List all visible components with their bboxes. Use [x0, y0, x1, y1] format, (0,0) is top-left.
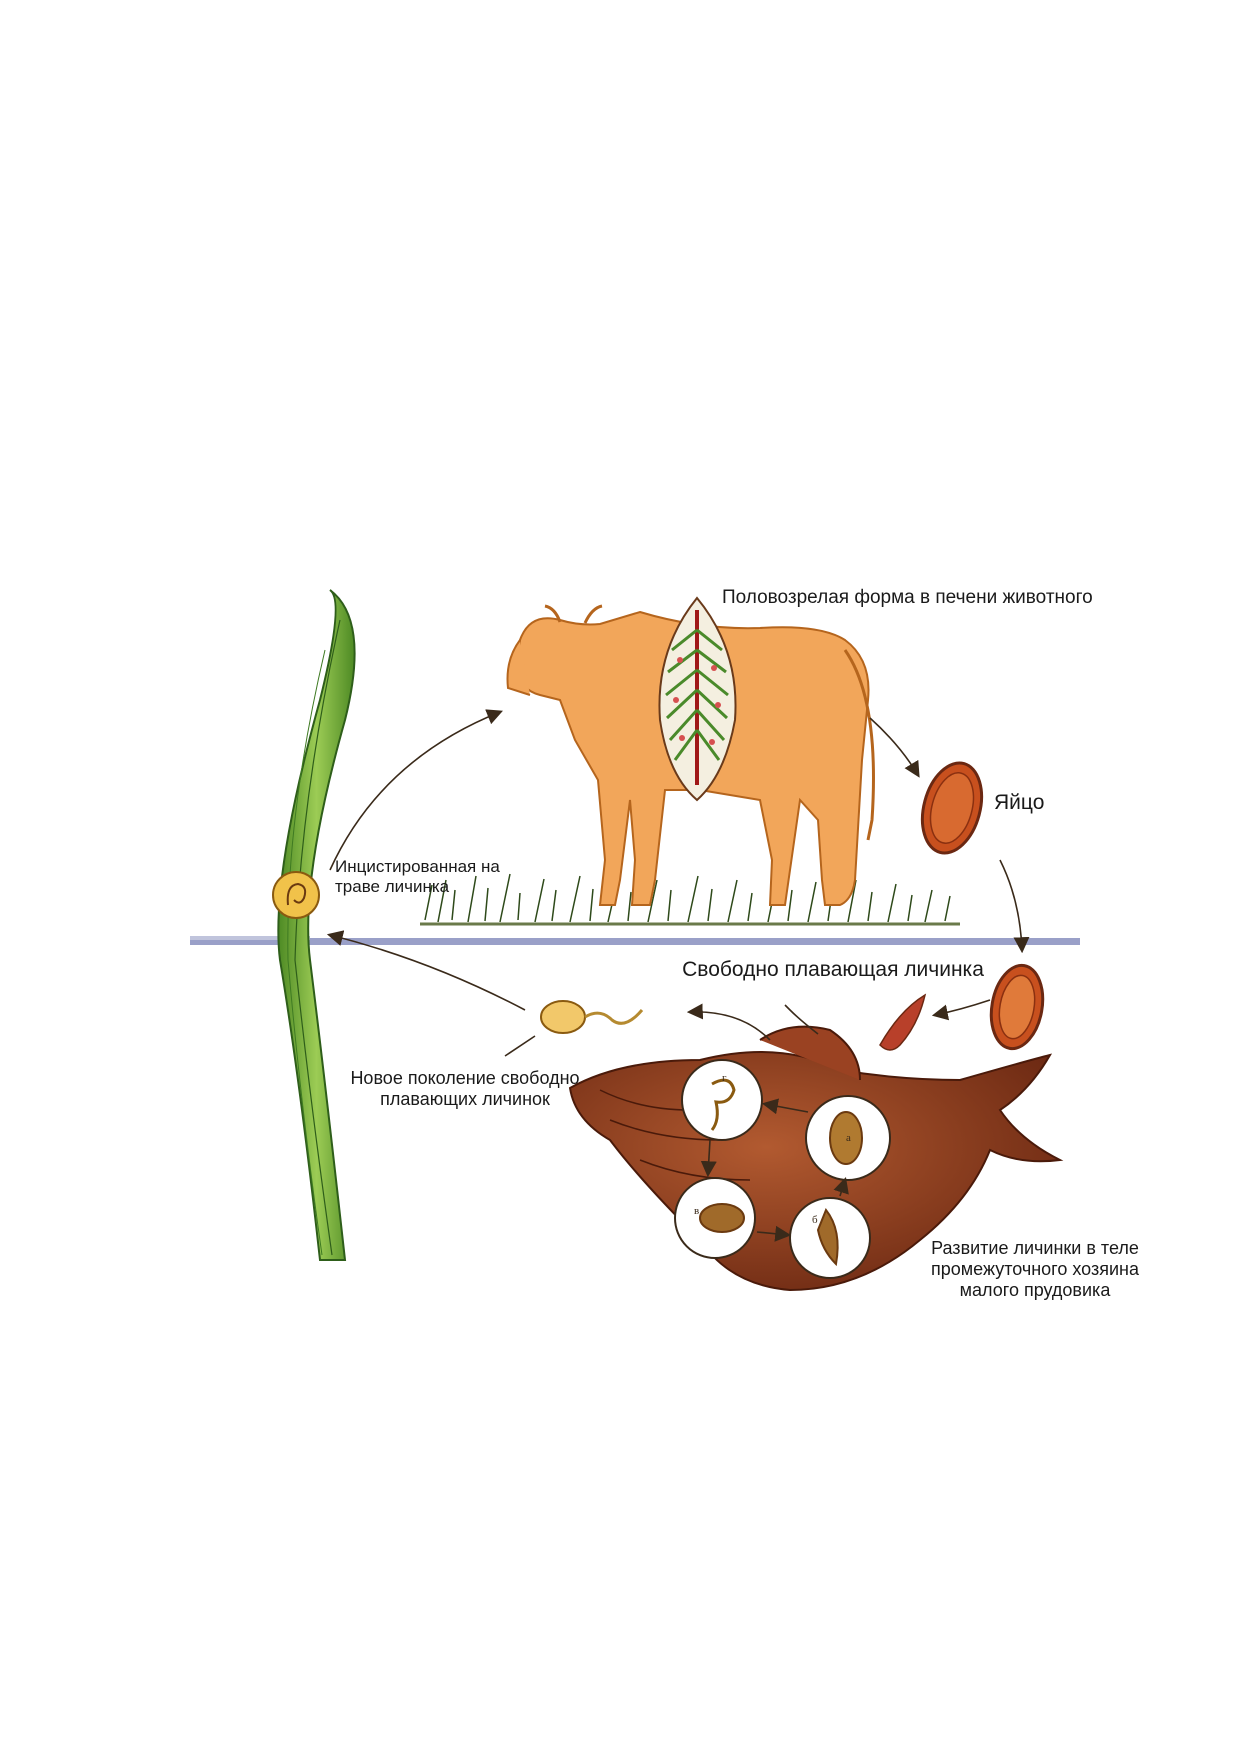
water-surface-line [190, 936, 1080, 945]
egg-label: Яйцо [994, 791, 1045, 814]
arrow-stage-d-to-g [761, 1098, 809, 1115]
cycle-arrows [326, 709, 1030, 1242]
stage-letter-g: г [722, 1072, 727, 1084]
pointer-new-generation [504, 1035, 536, 1057]
development-label: Развитие личинки в теле промежуточного х… [931, 1238, 1139, 1301]
egg-icon [920, 761, 984, 855]
pond-snail-icon [568, 1025, 1064, 1292]
stage-letter-v: в [694, 1205, 700, 1217]
arrow-snail-to-cercaria [686, 1003, 771, 1041]
arrow-cercaria-to-cyst [326, 930, 526, 1011]
cercaria-icon [540, 1000, 644, 1034]
arrow-cow-to-egg [869, 717, 920, 778]
arrow-stage-b-to-d [833, 1176, 849, 1197]
free-swimming-larva-label: Свободно плавающая личинка [682, 958, 984, 981]
new-generation-label: Новое поколение свободно плавающих личин… [350, 1068, 580, 1110]
arrow-stage-v-to-b [756, 1225, 792, 1242]
arrow-cyst-to-cow [329, 709, 503, 871]
arrow-miracidium-to-snail [784, 1004, 819, 1035]
stage-circle-d [805, 1095, 891, 1181]
stage-letter-a: а [846, 1132, 851, 1144]
cyst-label: Инцистированная на траве личинка [335, 857, 500, 897]
miracidium-icon [879, 993, 927, 1051]
stage-circle-b [789, 1197, 871, 1279]
egg-hatching-icon [989, 963, 1045, 1051]
grass-blade-icon [277, 589, 356, 1261]
adult-form-label: Половозрелая форма в печени животного [722, 587, 1093, 608]
liver-fluke-icon [658, 596, 737, 802]
stage-letter-b: б [812, 1214, 818, 1226]
cyst-icon [272, 871, 320, 919]
arrow-egg-to-water-egg [999, 859, 1030, 954]
arrow-egg-to-miracidium [931, 999, 991, 1021]
stage-circle-v [674, 1177, 756, 1259]
arrow-stage-g-to-v [700, 1139, 717, 1178]
cow-icon [506, 596, 875, 906]
